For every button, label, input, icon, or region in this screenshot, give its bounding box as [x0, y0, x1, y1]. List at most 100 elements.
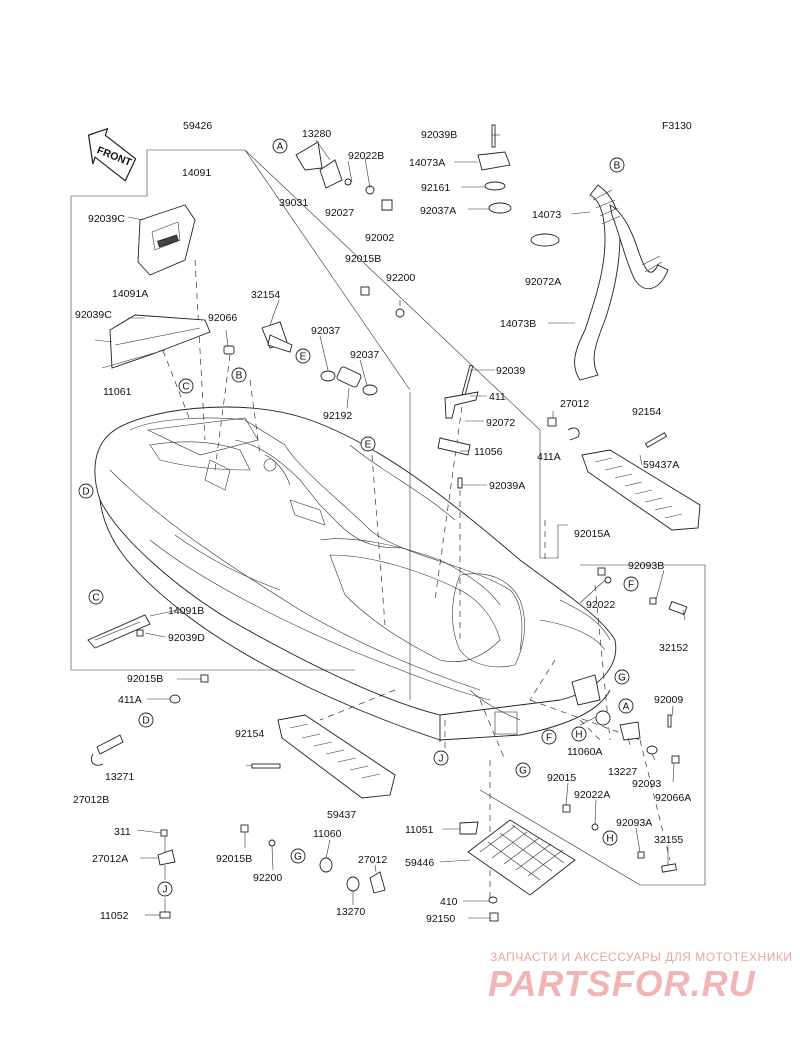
svg-text:E: E: [300, 352, 307, 363]
part-label-410: 410: [440, 896, 458, 908]
callout-j-2: J: [157, 881, 173, 897]
callout-g-2: G: [515, 762, 531, 778]
part-label-13271: 13271: [105, 771, 134, 783]
part-label-59437: 59437: [327, 809, 356, 821]
callout-c-1: C: [178, 378, 194, 394]
callout-c-2: C: [88, 589, 104, 605]
part-label-27012a: 27012A: [92, 853, 128, 865]
part-label-92015b-3: 92015B: [216, 853, 252, 865]
callout-h-2: H: [602, 830, 618, 846]
part-label-59437a: 59437A: [643, 459, 679, 471]
part-label-92027: 92027: [325, 207, 354, 219]
part-label-92022: 92022: [586, 599, 615, 611]
front-arrow: FRONT: [87, 127, 137, 182]
svg-text:D: D: [142, 716, 149, 727]
callout-f-2: F: [541, 729, 557, 745]
part-label-92192: 92192: [323, 410, 352, 422]
part-label-92037a: 92037A: [420, 205, 456, 217]
part-label-32152: 32152: [659, 642, 688, 654]
part-label-11052: 11052: [100, 910, 129, 922]
part-label-14073a: 14073A: [409, 157, 445, 169]
svg-text:C: C: [92, 593, 99, 604]
part-label-13270: 13270: [336, 906, 365, 918]
part-label-92072: 92072: [486, 417, 515, 429]
part-label-92093a: 92093A: [616, 817, 652, 829]
callout-f-1: F: [623, 576, 639, 592]
svg-text:C: C: [182, 382, 189, 393]
svg-text:F: F: [546, 733, 552, 744]
svg-text:F: F: [628, 580, 634, 591]
svg-text:A: A: [623, 702, 630, 713]
callout-d-1: D: [78, 483, 94, 499]
part-label-13227: 13227: [608, 766, 637, 778]
svg-text:G: G: [519, 766, 527, 777]
part-label-92150: 92150: [426, 913, 455, 925]
svg-text:H: H: [606, 834, 613, 845]
part-label-92161: 92161: [421, 182, 450, 194]
part-label-92039c: 92039C: [88, 213, 125, 225]
part-labels: 59426 14091 92039C 14091A 92039C 11061 9…: [73, 120, 691, 925]
part-label-11051: 11051: [405, 824, 434, 836]
part-label-14091: 14091: [182, 167, 211, 179]
frame-lines: [70, 149, 706, 886]
part-label-92015: 92015: [547, 772, 576, 784]
part-label-39031: 39031: [279, 197, 308, 209]
svg-text:A: A: [277, 142, 284, 153]
part-label-92037: 92037: [311, 325, 340, 337]
part-label-59426: 59426: [183, 120, 212, 132]
svg-text:E: E: [365, 440, 372, 451]
part-label-92022a: 92022A: [574, 789, 610, 801]
part-label-92200: 92200: [386, 272, 415, 284]
part-label-92066a: 92066A: [655, 792, 691, 804]
part-label-11060a: 11060A: [567, 746, 602, 758]
part-label-11061: 11061: [103, 386, 132, 398]
callout-e-1: E: [295, 348, 311, 364]
svg-text:B: B: [614, 161, 621, 172]
part-label-311: 311: [114, 826, 131, 838]
callout-h-1: H: [571, 726, 587, 742]
watermark-tagline: ЗАПЧАСТИ И АКСЕССУАРЫ ДЛЯ МОТОТЕХНИКИ: [490, 950, 792, 964]
svg-text:H: H: [575, 730, 582, 741]
svg-text:J: J: [163, 885, 168, 896]
part-label-411: 411: [489, 391, 506, 403]
part-label-92015b-2: 92015B: [127, 673, 163, 685]
part-label-92037-2: 92037: [350, 349, 379, 361]
watermark-logo: PARTSFOR.RU: [488, 963, 756, 1004]
part-label-92015b: 92015B: [345, 253, 381, 265]
part-label-14073: 14073: [532, 209, 561, 221]
part-label-92154-2: 92154: [235, 728, 264, 740]
callout-b-1: B: [609, 157, 625, 173]
callout-a-2: A: [618, 698, 634, 714]
part-label-92039: 92039: [496, 365, 525, 377]
part-label-411a-2: 411A: [118, 694, 142, 706]
part-label-92200-2: 92200: [253, 872, 282, 884]
callout-b-2: B: [231, 367, 247, 383]
part-label-92093: 92093: [632, 778, 661, 790]
part-label-59446: 59446: [405, 857, 434, 869]
part-label-14073b: 14073B: [500, 318, 536, 330]
part-label-92066: 92066: [208, 312, 237, 324]
hull-drawing: [94, 406, 617, 742]
label-leaders: [94, 134, 686, 919]
figure-code: F3130: [662, 120, 692, 132]
svg-text:B: B: [236, 371, 243, 382]
part-label-92002: 92002: [365, 232, 394, 244]
callout-a-1: A: [272, 138, 288, 154]
part-label-13280: 13280: [302, 128, 331, 140]
part-label-11056: 11056: [474, 446, 503, 458]
dashed-leaders: [154, 259, 671, 900]
part-label-27012: 27012: [560, 398, 589, 410]
part-label-11060: 11060: [313, 828, 342, 840]
part-label-92039d: 92039D: [168, 632, 205, 644]
callout-markers: A A B B C C D D E E F F G G G H H J J: [78, 138, 639, 897]
part-label-32154: 32154: [251, 289, 280, 301]
part-label-14091a: 14091A: [112, 288, 148, 300]
callout-g-1: G: [614, 669, 630, 685]
svg-text:G: G: [618, 673, 626, 684]
part-label-92039a: 92039A: [489, 480, 525, 492]
watermark: ЗАПЧАСТИ И АКСЕССУАРЫ ДЛЯ МОТОТЕХНИКИ PA…: [488, 950, 792, 1004]
part-label-411a: 411A: [537, 451, 561, 463]
part-label-92154: 92154: [632, 406, 661, 418]
